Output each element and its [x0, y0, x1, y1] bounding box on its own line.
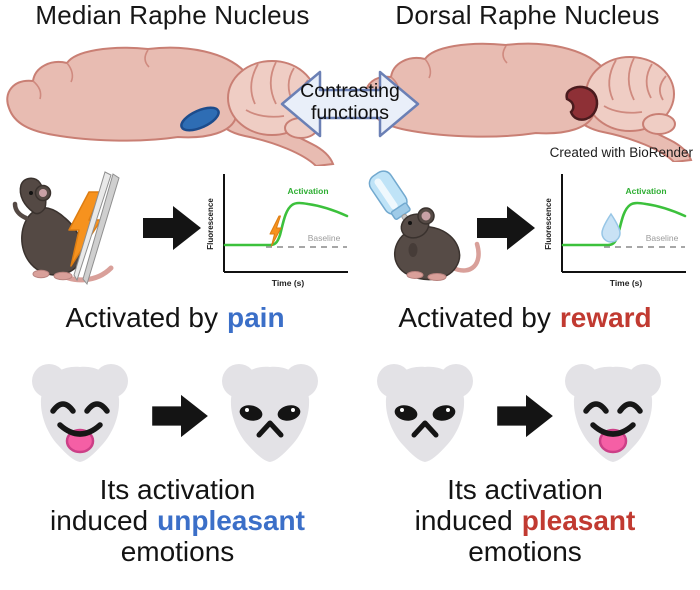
- dorsal-raphe-red-spot: [565, 85, 599, 121]
- right-fluorescence-chart: Fluorescence Time (s) Activation Baselin…: [544, 174, 687, 288]
- activation-label: Activation: [625, 186, 666, 196]
- smile-mouth: [590, 422, 636, 437]
- fluorescence-trace: [223, 201, 349, 247]
- emotion-line2: induced unpleasant: [0, 505, 355, 536]
- x-axis-label: Time (s): [610, 278, 643, 288]
- eye-highlight: [291, 408, 295, 412]
- baseline-label: Baseline: [308, 233, 341, 243]
- cerebellum: [227, 60, 318, 139]
- left-brain-illustration: [6, 46, 335, 166]
- happy-mouse-face: [565, 364, 661, 462]
- tweezers-icon: [73, 171, 120, 286]
- brain-body: [6, 46, 256, 142]
- contrasting-functions-label: Contrasting functions: [300, 80, 400, 124]
- mouse-foot: [32, 269, 50, 279]
- mouse-front-paw: [12, 201, 29, 221]
- activated-prefix: Activated by: [398, 302, 551, 333]
- mouse-front-paw: [408, 243, 418, 257]
- activated-prefix: Activated by: [65, 302, 218, 333]
- unpleasant-highlight: unpleasant: [157, 505, 305, 536]
- arrow-right-icon: [152, 394, 208, 438]
- pleasant-emotion-text: Its activation induced pleasant emotions: [350, 474, 700, 567]
- emotion-line2-prefix: induced: [50, 505, 149, 536]
- baseline-label: Baseline: [646, 233, 679, 243]
- mouse-head: [385, 366, 465, 462]
- emotion-line2: induced pleasant: [350, 505, 700, 536]
- left-fluorescence-chart: Fluorescence Time (s) Activation Baselin…: [206, 174, 349, 288]
- mouse-head: [40, 366, 120, 462]
- activated-by-reward-text: Activated by reward: [350, 302, 700, 334]
- eye-highlight: [446, 408, 450, 412]
- right-panel-title: Dorsal Raphe Nucleus: [395, 0, 660, 30]
- pain-mouse-illustration: [12, 171, 120, 286]
- unpleasant-emotion-text: Its activation induced unpleasant emotio…: [0, 474, 355, 567]
- unhappy-mouse-face: [222, 364, 318, 462]
- left-panel-title: Median Raphe Nucleus: [35, 0, 310, 30]
- double-arrow-icon: [280, 70, 420, 138]
- mouse-ear-inner: [421, 211, 431, 221]
- emotion-line1: Its activation: [447, 474, 603, 505]
- eye-highlight: [245, 408, 249, 412]
- happy-eye: [583, 401, 609, 414]
- unhappy-mouse-face: [377, 364, 473, 462]
- activated-by-pain-text: Activated by pain: [0, 302, 350, 334]
- median-raphe-blue-spot: [180, 106, 220, 132]
- water-droplet-icon: [601, 212, 621, 243]
- water-bottle-icon: [368, 170, 413, 227]
- eye-highlight: [400, 408, 404, 412]
- emotion-line2-prefix: induced: [414, 505, 513, 536]
- pain-highlight: pain: [226, 302, 285, 333]
- lightning-bolt-icon: [269, 215, 282, 247]
- biorender-credit: Created with BioRender: [549, 145, 693, 160]
- happy-eye: [50, 401, 76, 414]
- mouse-body: [21, 207, 84, 276]
- arrow-right-icon: [143, 206, 201, 250]
- smile-mouth: [57, 422, 103, 437]
- brain-detail-lines: [32, 49, 150, 100]
- frown-mouth: [411, 420, 439, 438]
- reward-mouse-illustration: [368, 170, 481, 281]
- mouse-foot: [53, 271, 73, 281]
- happy-eye: [84, 401, 110, 414]
- mouse-head: [230, 366, 310, 462]
- x-axis-label: Time (s): [272, 278, 305, 288]
- mouse-eye: [29, 191, 33, 195]
- happy-eye: [617, 401, 643, 414]
- arrow-right-icon: [497, 394, 553, 438]
- pleasant-highlight: pleasant: [521, 505, 636, 536]
- y-axis-label: Fluorescence: [544, 198, 553, 250]
- mouse-body: [394, 225, 461, 281]
- mouse-eye: [408, 221, 412, 225]
- happy-mouse-face: [32, 364, 128, 462]
- mouse-ear-inner: [39, 189, 47, 197]
- emotion-line3: emotions: [468, 536, 582, 567]
- emotion-line1: Its activation: [99, 474, 256, 505]
- emotion-line3: emotions: [120, 536, 235, 567]
- reward-highlight: reward: [559, 302, 652, 333]
- frown-mouth: [256, 420, 284, 438]
- arrow-right-icon: [477, 206, 535, 250]
- mouse-head: [573, 366, 653, 462]
- mouse-foot: [427, 273, 447, 281]
- right-brain-illustration: [364, 42, 693, 162]
- activation-label: Activation: [287, 186, 328, 196]
- y-axis-label: Fluorescence: [206, 198, 215, 250]
- mouse-foot: [406, 271, 424, 279]
- mouse-tail: [450, 241, 481, 273]
